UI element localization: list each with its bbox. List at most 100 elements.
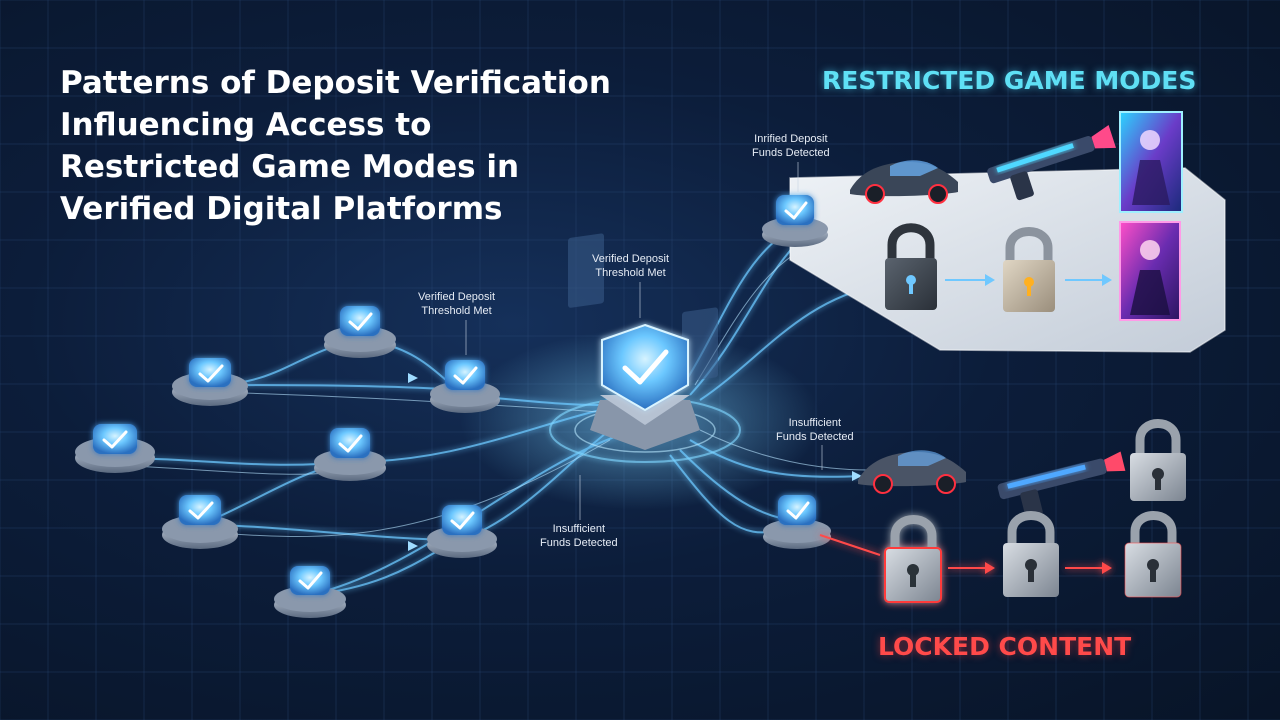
lock-keyhole	[906, 275, 916, 285]
label-line: Funds Detected	[540, 537, 618, 549]
character-head	[1140, 130, 1160, 150]
lock-keyhole	[1150, 567, 1156, 582]
node-core	[330, 428, 370, 458]
character-head	[1140, 240, 1160, 260]
title-line-4: Verified Digital Platforms	[60, 191, 503, 227]
character-card-top	[1119, 111, 1183, 213]
check-icon	[786, 501, 810, 520]
lock-icon-grey-upper	[1130, 419, 1186, 501]
label-insufficient-right: Insufficient Funds Detected	[776, 416, 854, 444]
panel-arrows	[945, 274, 1112, 286]
lock-icon-silver	[1003, 227, 1055, 312]
label-line: Funds Detected	[776, 431, 854, 443]
car-window	[898, 450, 946, 466]
node-core	[93, 424, 137, 454]
blaster-tip	[1091, 125, 1116, 149]
arrow-line	[819, 534, 881, 556]
lock-icon-middle	[1003, 511, 1059, 597]
node-core	[776, 195, 814, 225]
check-icon	[198, 364, 224, 383]
character-body	[1130, 270, 1170, 315]
arrow-head	[1102, 274, 1112, 286]
check-icon	[188, 501, 214, 520]
restricted-modes-heading: RESTRICTED GAME MODES	[822, 66, 1197, 95]
label-top-right: Inrified Deposit Funds Detected	[752, 132, 830, 160]
node-rim	[762, 217, 828, 241]
lock-keyhole	[1028, 567, 1034, 582]
lock-shackle	[1135, 419, 1181, 455]
arrow-head	[408, 541, 418, 551]
check-icon	[622, 349, 669, 385]
car-wheel	[865, 184, 885, 204]
blaster-glow	[1007, 464, 1086, 489]
label-verified-hub: Verified Deposit Threshold Met	[592, 252, 669, 280]
check-icon	[784, 201, 808, 220]
hub-side-panel	[568, 233, 604, 308]
blaster-tip	[1104, 451, 1126, 472]
node-right-top	[762, 195, 828, 247]
hub-side-panel	[682, 307, 718, 382]
flow-line	[699, 429, 871, 471]
car-window	[890, 160, 938, 176]
node-core	[290, 566, 330, 595]
lock-shackle	[1130, 511, 1177, 545]
shield-icon	[601, 323, 689, 412]
node-rim	[763, 519, 831, 543]
label-line: Inrified Deposit	[754, 133, 828, 145]
blaster-grip	[1020, 489, 1043, 518]
node-core	[778, 495, 816, 525]
check-icon	[298, 571, 323, 590]
check-icon	[102, 430, 128, 449]
lock-icon-right	[1124, 511, 1182, 598]
node-left-1	[75, 424, 155, 473]
check-icon	[348, 312, 373, 331]
lock-shackle	[1005, 227, 1053, 262]
flow-line	[199, 439, 611, 538]
check-icon	[453, 366, 478, 385]
label-line: Funds Detected	[752, 147, 830, 159]
arrow-head	[852, 471, 862, 481]
flow-line	[349, 409, 601, 463]
locked-arrows	[819, 534, 1112, 574]
arrow-head	[1102, 562, 1112, 574]
node-left-6	[162, 495, 238, 549]
car-wheel	[928, 184, 948, 204]
character-body	[1132, 160, 1170, 205]
title-line-3: Restricted Game Modes in	[60, 149, 520, 185]
title-line-1: Patterns of Deposit Verification	[60, 65, 611, 101]
node-core	[340, 306, 380, 336]
node-rim	[314, 449, 386, 475]
lock-icon-dark	[885, 223, 937, 310]
arrow-head	[985, 562, 995, 574]
node-left-3	[324, 306, 396, 358]
lock-shackle	[1007, 511, 1055, 545]
check-icon	[450, 511, 475, 530]
sports-car-icon-lower	[858, 450, 966, 494]
node-left-7	[427, 505, 497, 558]
label-line: Threshold Met	[421, 305, 492, 317]
blaster-icon	[987, 125, 1116, 201]
lock-icon-red-glow	[884, 515, 942, 603]
label-line: Insufficient	[788, 417, 842, 429]
label-line: Verified Deposit	[592, 253, 670, 265]
node-left-5	[430, 360, 500, 413]
sports-car-icon	[850, 160, 958, 204]
node-rim	[274, 586, 346, 612]
blaster-glow	[996, 143, 1074, 173]
page-title: Patterns of Deposit Verification Influen…	[60, 62, 700, 230]
check-icon	[338, 434, 363, 453]
label-line: Insufficient	[552, 523, 606, 535]
label-verified-left: Verified Deposit Threshold Met	[418, 290, 495, 318]
lock-keyhole	[909, 282, 913, 294]
node-right-bottom	[763, 495, 831, 549]
flow-line	[209, 391, 601, 413]
label-connectors	[465, 162, 823, 520]
lock-keyhole	[1024, 277, 1034, 287]
verification-hub	[549, 233, 741, 463]
character-card-bottom	[1119, 221, 1181, 321]
node-left-4	[314, 428, 386, 481]
node-core	[189, 358, 231, 387]
car-wheel	[873, 474, 893, 494]
